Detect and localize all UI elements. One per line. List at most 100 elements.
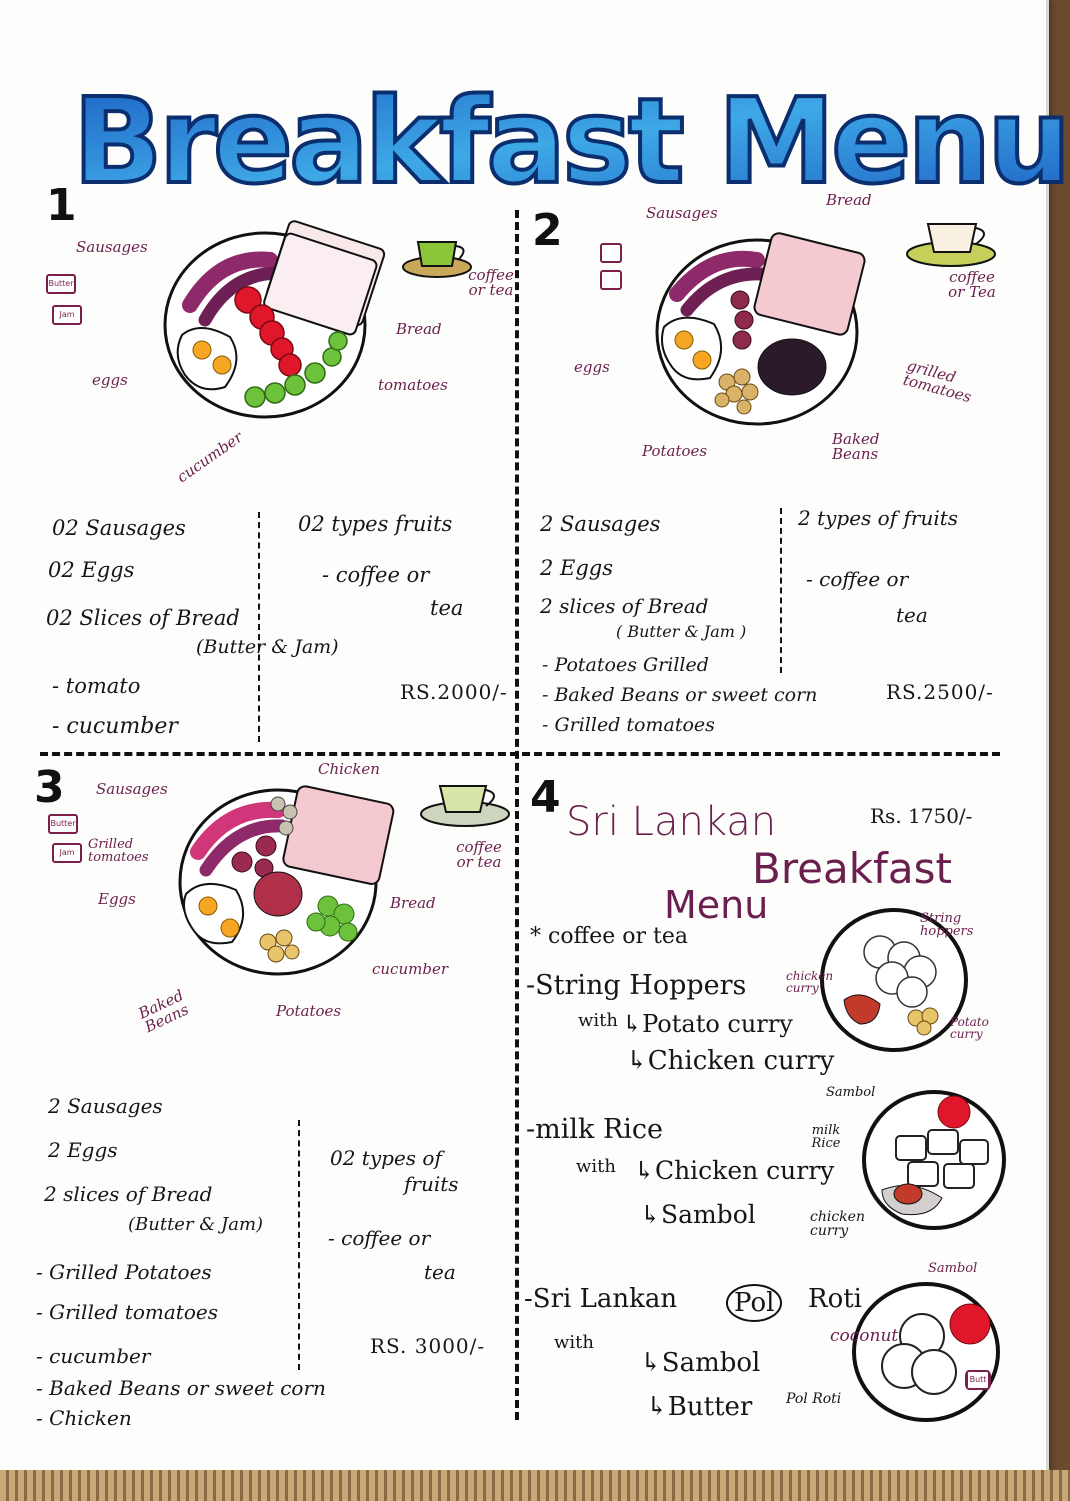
menu4-mr-chicken-curry: ↳Chicken curry (634, 1156, 835, 1185)
menu2-item: - Baked Beans or sweet corn (542, 684, 818, 706)
menu3-item: - cucumber (36, 1344, 151, 1368)
menu1-label-bread: Bread (396, 320, 442, 338)
menu3-item: - coffee or (328, 1226, 431, 1250)
menu4-mr-sambol: ↳Sambol (640, 1200, 756, 1229)
menu3-number: 3 (34, 762, 65, 813)
menu3-item: (Butter & Jam) (128, 1214, 264, 1235)
menu4-price: Rs. 1750/- (870, 804, 973, 828)
menu1-label-eggs: eggs (92, 371, 128, 389)
menu3-item: 2 Sausages (48, 1094, 163, 1118)
menu3-label-baked-beans: Baked Beans (135, 986, 192, 1037)
menu3-label-grilled-tomatoes: Grilled tomatoes (88, 837, 149, 865)
menu4-label-chicken-curry: chicken curry (786, 969, 834, 995)
menu4-label-potato-curry: Potato curry (950, 1015, 989, 1041)
menu1-item: tea (430, 596, 464, 620)
menu2-label-baked-beans: Baked Beans (832, 430, 880, 463)
menu4-label-coconut: coconut (830, 1326, 899, 1346)
menu4-butter-tag: Butt (966, 1370, 990, 1390)
menu3-item: tea (424, 1260, 456, 1284)
menu3-item: fruits (404, 1172, 459, 1196)
menu2-item: tea (896, 603, 928, 627)
menu3-column-divider (298, 1120, 300, 1370)
menu1-item: - cucumber (52, 714, 178, 739)
menu2-column-divider (780, 508, 782, 673)
menu4-potato-curry: ↳Potato curry (622, 1010, 793, 1038)
menu4-with-3: with (554, 1332, 594, 1353)
menu4-pol-roti-plate (852, 1282, 1000, 1422)
menu2-number: 2 (532, 205, 563, 256)
menu4-number: 4 (530, 772, 561, 823)
menu1-label-sausages: Sausages (76, 238, 148, 256)
menu1-plate-illustration (163, 220, 386, 419)
menu3-item: 02 types of (330, 1146, 442, 1170)
divider-vertical (515, 210, 519, 1420)
menu2-label-bread: Bread (826, 191, 872, 209)
menu1-label-cucumber: cucumber (173, 427, 247, 487)
menu3-item: - Grilled tomatoes (36, 1300, 218, 1324)
menu3-coffee-cup (420, 785, 510, 827)
menu4-label-string-hoppers: String hoppers (920, 911, 974, 939)
menu3-item: 2 Eggs (48, 1138, 118, 1162)
menu4-milk-rice-plate (862, 1090, 1006, 1230)
menu3-jam-tag: Jam (52, 843, 82, 863)
menu3-label-cucumber: cucumber (372, 960, 448, 978)
menu2-item: ( Butter & Jam ) (616, 622, 747, 641)
menu4-string-hoppers: -String Hoppers (526, 970, 747, 1001)
menu4-pol: Pol (726, 1284, 783, 1322)
menu2-label-potatoes: Potatoes (642, 442, 708, 460)
menu3-label-potatoes: Potatoes (276, 1002, 342, 1020)
menu4-heading-sri-lankan: Sri Lankan (566, 799, 777, 845)
menu4-chicken-curry: ↳Chicken curry (626, 1046, 835, 1076)
menu2-item: 2 slices of Bread (540, 594, 709, 618)
menu2-label-coffee-tea: coffee or Tea (948, 268, 996, 301)
menu2-coffee-cup (906, 223, 996, 267)
menu1-label-coffee-tea: coffee or tea (468, 266, 514, 299)
menu2-price: RS.2500/- (886, 680, 994, 704)
menu2-plate-illustration (655, 232, 866, 426)
menu2-item: 2 Sausages (540, 512, 661, 536)
menu4-heading-breakfast: Breakfast (752, 844, 952, 893)
menu1-item: 02 Sausages (52, 516, 186, 540)
menu3-price: RS. 3000/- (370, 1334, 486, 1358)
menu1-item: - tomato (52, 674, 141, 698)
menu1-item: 02 Slices of Bread (46, 606, 240, 630)
menu4-heading-menu: Menu (664, 883, 769, 927)
menu2-jam-tag (600, 270, 622, 290)
menu4-with-1: with (578, 1010, 618, 1031)
title-text: Breakfast Menu (73, 72, 1067, 210)
menu3-label-chicken: Chicken (318, 760, 380, 778)
menu4-label-sambol: Sambol (826, 1085, 876, 1100)
menu4-with-2: with (576, 1156, 616, 1177)
binder-edge (0, 1470, 1070, 1501)
menu1-price: RS.2000/- (400, 680, 508, 704)
menu2-label-sausages: Sausages (646, 204, 718, 222)
menu1-item: - coffee or (322, 563, 430, 587)
menu3-label-coffee-tea: coffee or tea (456, 838, 502, 871)
menu4-label-sambol-2: Sambol (928, 1261, 978, 1276)
menu4-pr-butter: ↳Butter (646, 1392, 753, 1422)
menu2-label-eggs: eggs (574, 358, 610, 376)
menu1-number: 1 (46, 180, 77, 231)
menu2-item: - coffee or (806, 567, 909, 591)
menu4-pr-sambol: ↳Sambol (640, 1348, 761, 1378)
menu4-milk-rice: -milk Rice (526, 1114, 664, 1145)
menu2-item: 2 types of fruits (798, 506, 959, 530)
menu3-butter-tag: Butter (48, 814, 78, 834)
menu3-item: - Baked Beans or sweet corn (36, 1376, 326, 1400)
menu1-item: 02 Eggs (48, 558, 135, 582)
menu3-item: 2 slices of Bread (44, 1182, 213, 1206)
menu1-jam-tag: Jam (52, 305, 82, 325)
menu2-butter-tag (600, 243, 622, 263)
menu1-label-tomatoes: tomatoes (378, 376, 448, 394)
menu4-roti: Roti (808, 1284, 862, 1314)
menu1-item: 02 types fruits (298, 512, 453, 536)
menu4-pol-roti-pre: -Sri Lankan (524, 1284, 678, 1314)
menu1-butter-tag: Butter (46, 274, 76, 294)
menu3-plate-illustration (178, 785, 395, 976)
menu2-item: - Potatoes Grilled (542, 654, 709, 676)
menu2-item: 2 Eggs (540, 556, 614, 580)
menu4-label-chicken-curry-2: chicken curry (810, 1209, 865, 1239)
menu4-label-milk-rice: milk Rice (811, 1123, 841, 1151)
divider-horizontal (40, 752, 1000, 756)
menu3-label-bread: Bread (390, 894, 436, 912)
